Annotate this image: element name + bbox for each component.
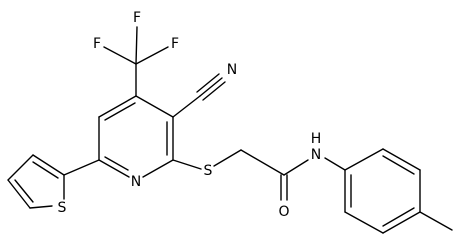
bond-cf3-f3 — [135, 46, 169, 65]
bond-c2-n1 — [142, 159, 174, 178]
bond-ar4-methyl — [419, 211, 453, 231]
bond-ch2-co — [240, 149, 285, 176]
atom-label-n-amide: N — [311, 147, 321, 163]
bond-c5-c4 — [98, 95, 137, 118]
bonds — [7, 26, 453, 234]
atom-label-s-thiophene: S — [58, 200, 67, 216]
bond-cf3-f2 — [135, 26, 138, 65]
bond-cf3-f1 — [103, 46, 137, 65]
chemical-structure: F F F N N S S O H N — [7, 10, 453, 234]
bond-c6-th2 — [63, 159, 100, 176]
atom-label-s-thioether: S — [204, 163, 213, 179]
bond-s-ch2 — [213, 149, 242, 167]
atom-label-n-pyridine: N — [131, 174, 141, 190]
bond-ar2-ar3-inner — [382, 155, 415, 175]
bond-th2-th3 — [32, 154, 65, 176]
bond-ar2-ar3 — [382, 148, 421, 171]
bond-ar1-ar2 — [344, 148, 384, 171]
bond-co-nh — [283, 159, 309, 176]
bond-ar4-ar5 — [382, 211, 421, 234]
bond-th2-th3-inner — [32, 161, 59, 179]
bond-nitrile-triple-1 — [199, 77, 223, 97]
bond-c4-c3 — [135, 95, 174, 118]
bond-nitrile-triple-2 — [196, 73, 220, 93]
bond-th3-th4 — [7, 154, 34, 181]
atom-label-f2: F — [133, 10, 141, 26]
bond-ar4-ar5-inner — [382, 207, 415, 227]
atom-label-f1: F — [93, 36, 101, 52]
bond-nh-aryl — [324, 157, 346, 171]
atom-label-f3: F — [171, 36, 179, 52]
bond-c3-cnitrile — [172, 95, 201, 118]
bond-n1-c6 — [98, 159, 130, 178]
bond-nitrile-triple-3 — [202, 81, 226, 101]
atom-label-o-carbonyl: O — [278, 204, 289, 220]
bond-n1-c6-inner — [104, 156, 129, 171]
bond-ar5-ar6 — [344, 211, 384, 234]
bond-c5-c4-inner — [104, 102, 136, 121]
atom-label-h-amide: H — [311, 131, 322, 147]
bond-th5-s — [29, 205, 53, 209]
bond-c2-s — [172, 159, 202, 170]
atom-label-n-nitrile: N — [227, 62, 237, 78]
bond-th4-th5 — [7, 179, 31, 209]
bond-th4-th5-inner — [14, 179, 34, 203]
atom-labels: F F F N N S S O H N — [58, 10, 322, 220]
